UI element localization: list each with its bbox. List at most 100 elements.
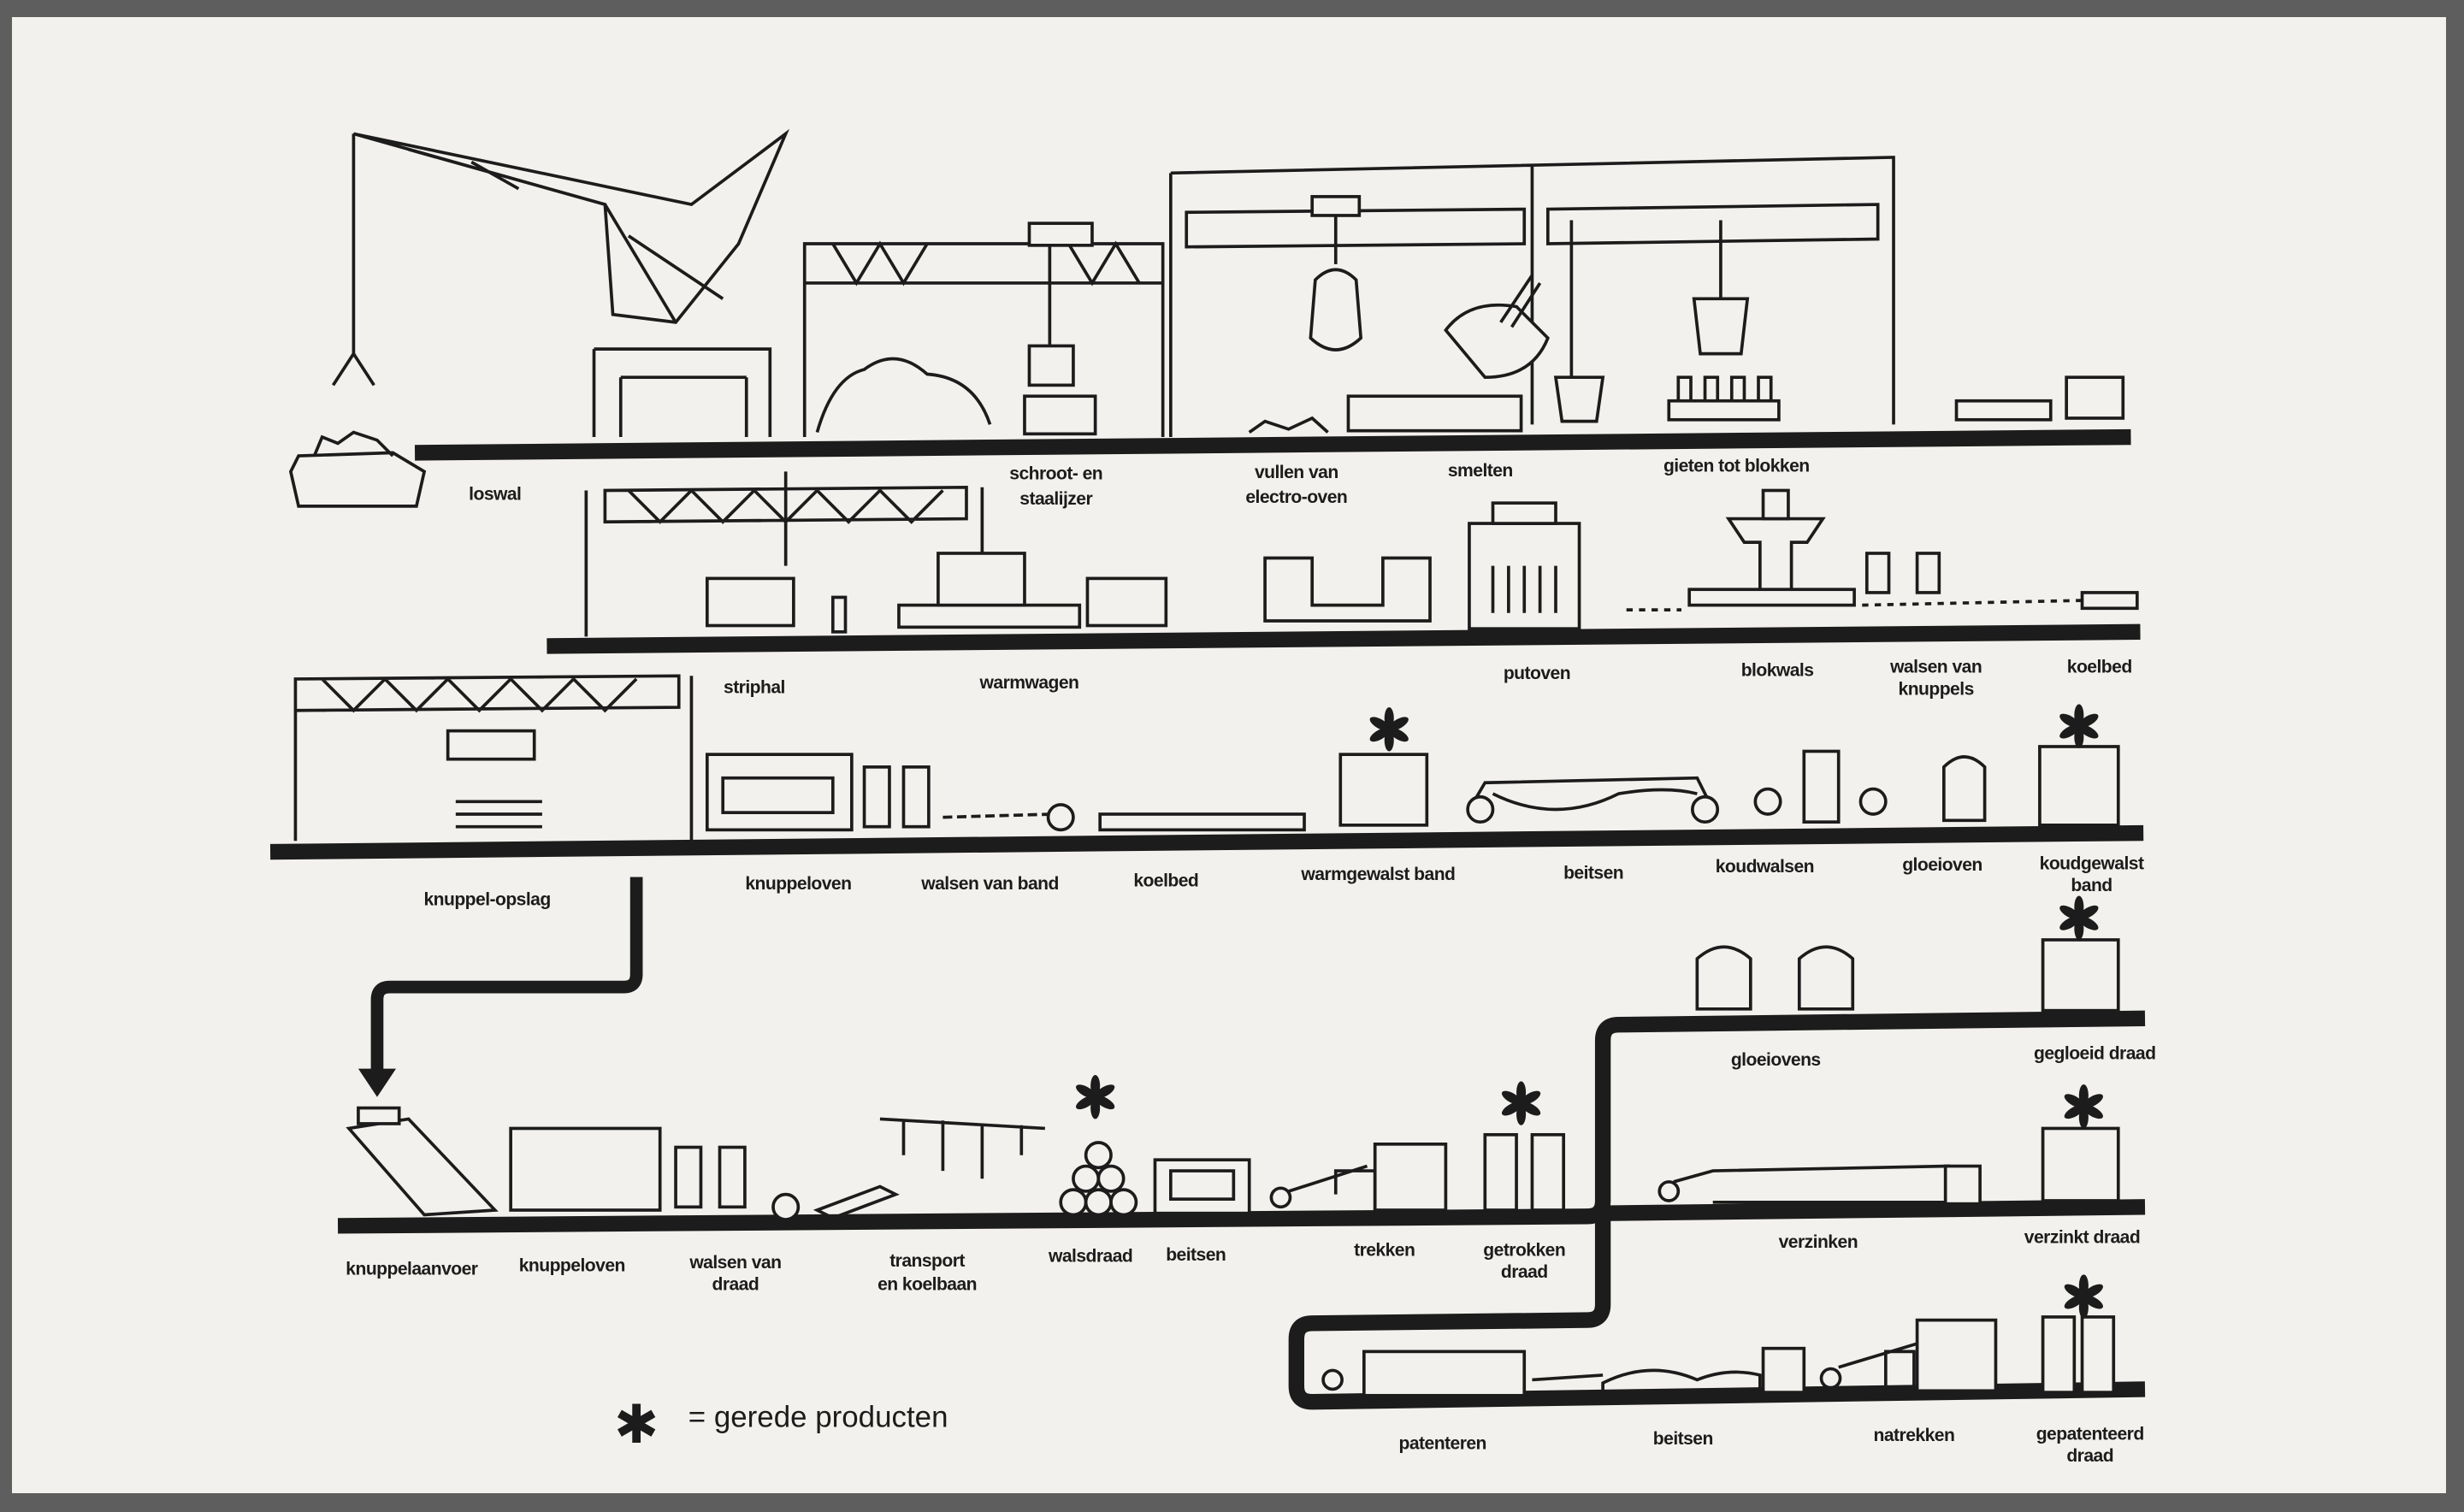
label-staalijzer: staalijzer: [1019, 489, 1092, 509]
row1-equipment: [288, 128, 2125, 508]
label-blokwals: blokwals: [1741, 660, 1814, 680]
rail-patenteren: [1288, 1210, 2146, 1410]
label-verzinken: verzinken: [1779, 1232, 1858, 1252]
asterisk-icon: [2057, 704, 2101, 748]
cooling-bed-band: [1098, 812, 1306, 832]
label-gloeioven: gloeioven: [1902, 855, 1982, 875]
label-smelten: smelten: [1448, 461, 1513, 481]
pickling-line-wire: [1532, 1368, 1762, 1397]
ladle-icon: [1553, 375, 1605, 423]
label-electro-oven: electro-oven: [1245, 487, 1347, 507]
label-koelbed: koelbed: [1133, 871, 1198, 891]
ship-icon: [288, 451, 427, 508]
blooming-mill-icon: [1725, 517, 1826, 599]
labels-row1: loswal schroot- en staalijzer vullen van…: [469, 456, 1810, 509]
cold-rolled-coils: [2038, 745, 2120, 827]
label-koelbed: koelbed: [2067, 658, 2132, 677]
label-beitsen: beitsen: [1653, 1429, 1713, 1449]
label-gegloeid-draad: gegloeid draad: [2034, 1044, 2155, 1064]
cooling-conveyor-hooks: [879, 1117, 1045, 1179]
rail-row1: [414, 428, 2131, 461]
rail-verzinken: [1603, 1199, 2146, 1221]
transfer-line: [370, 877, 643, 1072]
strip-mill-rolls: [942, 812, 1054, 819]
label-trekken: trekken: [1354, 1240, 1415, 1260]
annealing-furnace-icon: [1941, 755, 1987, 823]
furnace-base: [1248, 416, 1329, 434]
row3-equipment: [293, 674, 2120, 842]
asterisk-icon: [2057, 895, 2101, 940]
label-knuppeloven: knuppeloven: [519, 1256, 625, 1276]
electrodes-icon: [1499, 274, 1542, 328]
casting-ladle-icon: [1692, 297, 1750, 356]
billet-grab: [446, 729, 536, 761]
billet-stack: [455, 800, 542, 829]
asterisk-icon: [1499, 1081, 1543, 1125]
grab-icon: [331, 351, 375, 387]
label-patenteren: patenteren: [1399, 1433, 1486, 1453]
label-natrekken: natrekken: [1874, 1426, 1955, 1445]
labels-row3: knuppel-opslag knuppeloven walsen van ba…: [423, 853, 2144, 909]
transport-conveyor: [812, 1184, 900, 1220]
legend-text: = gerede producten: [688, 1401, 948, 1434]
patenting-furnace: [1362, 1350, 1527, 1397]
patented-wire-coils: [2041, 1315, 2077, 1394]
label-getrokken-draad: draad: [1501, 1262, 1548, 1282]
label-warmwagen: warmwagen: [979, 673, 1079, 693]
label-gepatenteerd: gepatenteerd: [2036, 1424, 2144, 1444]
redrawing-bench: [1838, 1342, 1918, 1391]
stripped-ingots: [705, 576, 795, 628]
pickling-line: [1468, 776, 1715, 812]
label-beitsen: beitsen: [1563, 863, 1623, 883]
label-draad: draad: [712, 1275, 759, 1295]
ingot-car-2: [1954, 399, 2053, 422]
scrap-pile-icon: [815, 357, 992, 434]
warmwagen-locomotive: [1085, 576, 1168, 628]
drawing-bench: [1288, 1164, 1377, 1211]
label-knuppelaanvoer: knuppelaanvoer: [346, 1259, 478, 1279]
rail-row4-gloeiovens: [337, 1010, 2146, 1234]
annealing-furnace-2: [1797, 945, 1855, 1011]
crane-trolley: [1027, 221, 1094, 247]
label-gepatenteerd-draad: draad: [2066, 1446, 2113, 1466]
ore-pile-icon: [312, 430, 394, 458]
rail-row3: [269, 824, 2144, 860]
legend-asterisk-icon: ✱: [614, 1393, 659, 1456]
striphal-crane: [584, 485, 984, 637]
rails: [269, 428, 2146, 1410]
charging-bucket-icon: [1309, 268, 1363, 351]
hot-rolled-coils: [1338, 753, 1429, 827]
label-transport: transport: [889, 1251, 965, 1271]
galvanizing-line: [1673, 1164, 1951, 1204]
wire-rod-coils: [1059, 1141, 1138, 1217]
annealing-furnace-1: [1695, 945, 1752, 1011]
label-verzinkt-draad: verzinkt draad: [2024, 1228, 2140, 1248]
label-koudgewalst: koudgewalst: [2040, 853, 2144, 873]
label-walsen-van-band: walsen van band: [920, 874, 1059, 894]
asterisk-icon: [2062, 1084, 2106, 1129]
label-beitsen: beitsen: [1166, 1245, 1226, 1265]
label-walsdraad: walsdraad: [1048, 1247, 1132, 1267]
redrawing-machine: [1915, 1318, 1998, 1393]
label-getrokken: getrokken: [1483, 1240, 1565, 1260]
label-band: band: [2071, 876, 2112, 895]
labels-branch: gloeiovens gegloeid draad verzinken verz…: [1399, 1044, 2156, 1466]
gantry-crane-scrap: [802, 240, 1165, 438]
roller-table: [1687, 588, 1856, 607]
label-warmgewalst-band: warmgewalst band: [1300, 865, 1455, 884]
row2-equipment: [584, 471, 2139, 637]
scrap-bucket-car: [1023, 394, 1097, 436]
label-koelbaan: en koelbaan: [877, 1275, 977, 1295]
label-walsen-van: walsen van: [1889, 658, 1982, 677]
cold-mill-icon: [1802, 749, 1841, 824]
label-knuppels: knuppels: [1899, 679, 1974, 699]
billet-feed-ramp: [346, 1117, 499, 1217]
label-knuppel-opslag: knuppel-opslag: [423, 890, 550, 910]
furnace-platform: [1346, 394, 1523, 433]
label-loswal: loswal: [469, 485, 521, 505]
billet-store-crane: [293, 674, 694, 842]
label-walsen-van: walsen van: [688, 1253, 781, 1273]
rail-row2: [547, 623, 2141, 654]
crane-portal: [592, 347, 772, 438]
